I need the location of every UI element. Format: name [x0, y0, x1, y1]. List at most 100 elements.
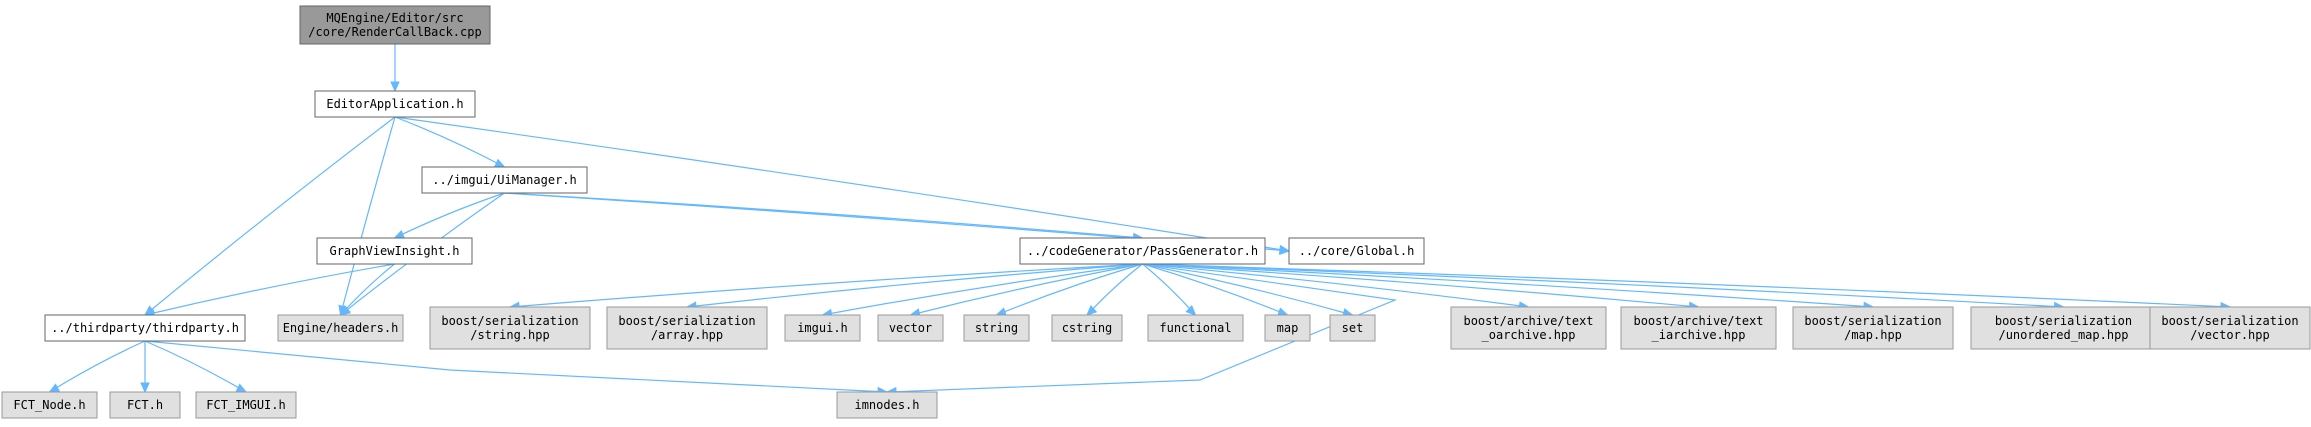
edge-passgen-to-set [1142, 263, 1354, 318]
node-fct: FCT.h [109, 391, 181, 419]
node-box [1147, 314, 1244, 342]
node-box [1620, 306, 1777, 350]
node-label: ../codeGenerator/PassGenerator.h [1027, 244, 1258, 258]
node-box [963, 314, 1030, 342]
node-label: MQEngine/Editor/src [326, 11, 463, 25]
node-vector: vector [877, 314, 944, 342]
node-label: EditorApplication.h [326, 97, 463, 111]
node-box [2149, 306, 2311, 350]
node-label: boost/serialization [2161, 314, 2298, 328]
node-label: ../core/Global.h [1299, 244, 1415, 258]
edge-passgen-to-cstring [1086, 263, 1143, 316]
arrowhead [48, 383, 61, 393]
node-box [606, 306, 768, 350]
nodes-layer: MQEngine/Editor/src/core/RenderCallBack.… [1, 5, 2311, 419]
node-label: _iarchive.hpp [1652, 328, 1746, 342]
node-label: boost/serialization [618, 314, 755, 328]
node-label: string [975, 321, 1018, 335]
edge-line [339, 116, 396, 316]
node-box [1264, 314, 1311, 342]
node-label: GraphViewInsight.h [329, 244, 459, 258]
arrowhead [390, 81, 400, 93]
node-label: boost/archive/text [1463, 314, 1593, 328]
arrowhead [1086, 305, 1098, 316]
edge-line [394, 116, 1290, 252]
edge-line [686, 263, 1143, 308]
edge-line [144, 340, 888, 393]
edge-line [394, 116, 505, 168]
node-bs-umap: boost/serialization/unordered_map.hpp [1970, 306, 2157, 350]
edge-line [509, 263, 1143, 308]
node-box [1051, 314, 1123, 342]
node-cstring: cstring [1051, 314, 1123, 342]
node-label: boost/archive/text [1633, 314, 1763, 328]
node-bs-array: boost/serialization/array.hpp [606, 306, 768, 350]
node-label: vector [889, 321, 932, 335]
node-label: Engine/headers.h [283, 321, 399, 335]
edge-passgen-to-vector [909, 263, 1143, 318]
node-box [299, 5, 491, 45]
node-label: cstring [1062, 321, 1113, 335]
node-label: _oarchive.hpp [1482, 328, 1576, 342]
node-label: /core/RenderCallBack.cpp [308, 25, 481, 39]
arrowhead [393, 229, 406, 239]
node-string: string [963, 314, 1030, 342]
edge-line [822, 263, 1143, 316]
node-thirdparty[interactable]: ../thirdparty/thirdparty.h [44, 314, 246, 342]
node-label: ../imgui/UiManager.h [432, 173, 577, 187]
node-box [316, 237, 473, 265]
node-global[interactable]: ../core/Global.h [1288, 237, 1425, 265]
arrowhead [235, 383, 248, 393]
node-box [1450, 306, 1607, 350]
node-map: map [1264, 314, 1311, 342]
node-label: boost/serialization [1995, 314, 2132, 328]
node-ba-oarchive: boost/archive/text_oarchive.hpp [1450, 306, 1607, 350]
edge-line [1142, 263, 1353, 316]
node-imnodes: imnodes.h [836, 391, 938, 419]
node-label: imnodes.h [854, 398, 919, 412]
node-box [44, 314, 246, 342]
node-label: imgui.h [797, 321, 848, 335]
arrowhead [1185, 304, 1197, 316]
edge-line [1086, 263, 1143, 316]
arrowhead [493, 158, 506, 168]
node-bs-string: boost/serialization/string.hpp [429, 306, 591, 350]
node-uimanager[interactable]: ../imgui/UiManager.h [421, 166, 588, 194]
edge-line [1142, 263, 1874, 308]
node-box [429, 306, 591, 350]
edge-line [886, 263, 1398, 393]
node-box [1, 391, 98, 419]
edge-line [394, 192, 505, 239]
node-label: map [1277, 321, 1299, 335]
node-box [314, 90, 476, 118]
edge-passgen-to-bs_string [508, 263, 1143, 312]
node-label: /string.hpp [470, 328, 549, 342]
edge-line [1142, 263, 2231, 308]
node-enginehdr: Engine/headers.h [277, 314, 404, 342]
node-fct-node: FCT_Node.h [1, 391, 98, 419]
arrowhead [339, 305, 351, 316]
edge-passgen-to-imnodes [885, 263, 1398, 397]
edge-line [1142, 263, 2064, 308]
node-passgen[interactable]: ../codeGenerator/PassGenerator.h [1019, 237, 1266, 265]
node-box [109, 391, 181, 419]
node-box [1329, 314, 1376, 342]
node-label: boost/serialization [1804, 314, 1941, 328]
node-label: set [1342, 321, 1364, 335]
node-bs-vector: boost/serialization/vector.hpp [2149, 306, 2311, 350]
node-bs-map: boost/serialization/map.hpp [1792, 306, 1954, 350]
edge-thirdparty-to-fct [140, 341, 150, 394]
node-ba-iarchive: boost/archive/text_iarchive.hpp [1620, 306, 1777, 350]
node-root[interactable]: MQEngine/Editor/src/core/RenderCallBack.… [299, 5, 491, 45]
node-box [421, 166, 588, 194]
node-fct-imgui: FCT_IMGUI.h [195, 391, 297, 419]
node-editorapp[interactable]: EditorApplication.h [314, 90, 476, 118]
node-label: ../thirdparty/thirdparty.h [51, 321, 239, 335]
node-label: FCT.h [127, 398, 163, 412]
node-graphview[interactable]: GraphViewInsight.h [316, 237, 473, 265]
node-box [784, 314, 861, 342]
node-label: functional [1159, 321, 1231, 335]
node-imgui: imgui.h [784, 314, 861, 342]
edge-line [144, 116, 396, 316]
